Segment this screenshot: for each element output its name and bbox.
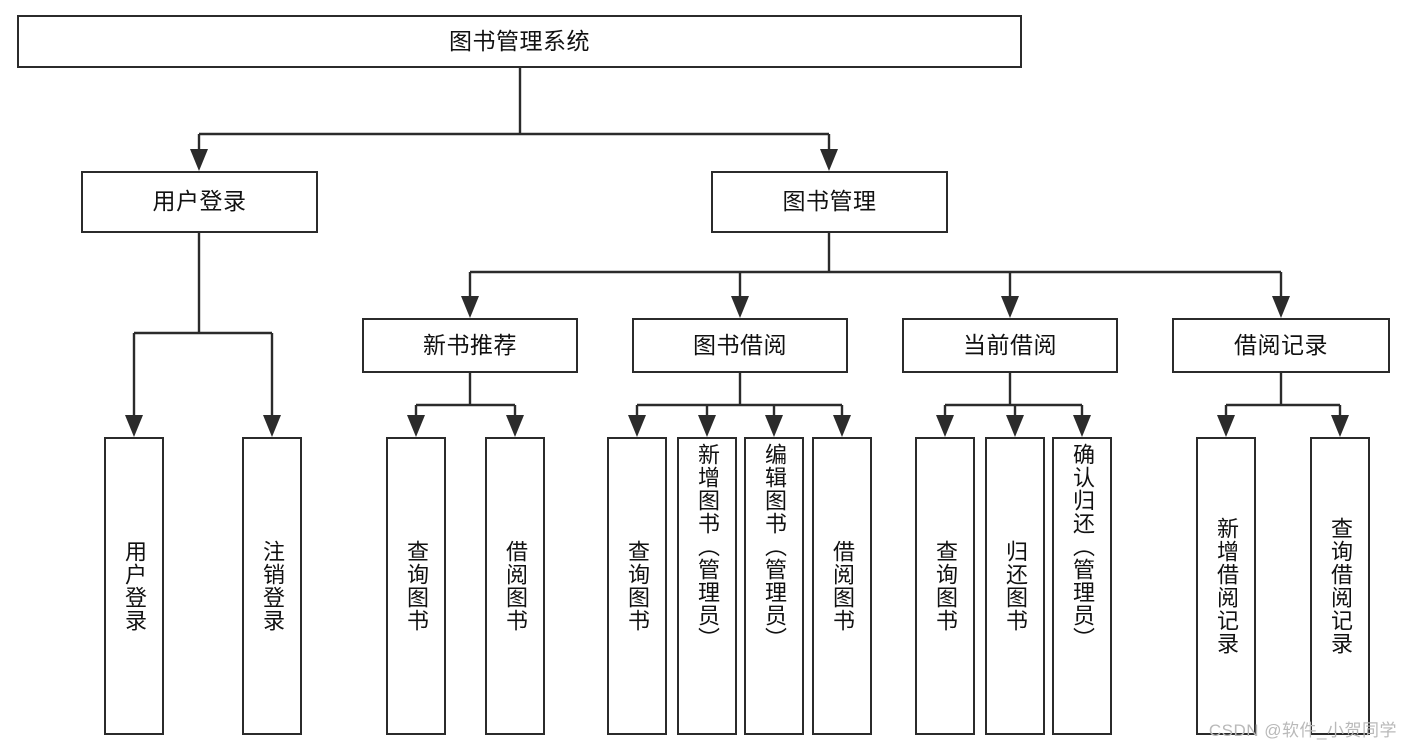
connector-arrowhead-book-borrow-to-leaves-1 — [698, 415, 716, 437]
node-label-leaf-rec-query-book: 查询图书 — [403, 540, 429, 632]
connector-arrowhead-user-login-to-leaves-1 — [263, 415, 281, 437]
connector-arrowhead-new-book-rec-to-leaves-0 — [407, 415, 425, 437]
node-leaf-rec-query-book[interactable]: 查询图书 — [386, 437, 446, 735]
node-label-leaf-rec-add-record: 新增借阅记录 — [1213, 517, 1239, 655]
connector-arrowhead-book-manage-to-level3-3 — [1272, 296, 1290, 318]
connector-arrowhead-book-borrow-to-leaves-2 — [765, 415, 783, 437]
connector-arrowhead-book-manage-to-level3-2 — [1001, 296, 1019, 318]
connector-arrowhead-current-borrow-to-leaves-0 — [936, 415, 954, 437]
node-leaf-borrow-query-book[interactable]: 查询图书 — [607, 437, 667, 735]
connector-arrowhead-book-borrow-to-leaves-0 — [628, 415, 646, 437]
node-label-leaf-rec-borrow-book: 借阅图书 — [502, 540, 528, 632]
watermark-text: CSDN @软件_小贺同学 — [1208, 721, 1397, 740]
node-new-book-rec[interactable]: 新书推荐 — [362, 318, 578, 373]
node-label-leaf-cur-return-book: 归还图书 — [1002, 540, 1028, 632]
connector-arrowhead-current-borrow-to-leaves-2 — [1073, 415, 1091, 437]
connector-lines — [125, 68, 1349, 437]
connector-arrowhead-user-login-to-leaves-0 — [125, 415, 143, 437]
node-label-new-book-rec: 新书推荐 — [423, 331, 517, 358]
node-current-borrow[interactable]: 当前借阅 — [902, 318, 1118, 373]
node-leaf-borrow-edit-book[interactable]: 编辑图书（管理员） — [744, 437, 804, 735]
node-borrow-record[interactable]: 借阅记录 — [1172, 318, 1390, 373]
node-leaf-borrow-borrow-book[interactable]: 借阅图书 — [812, 437, 872, 735]
connector-arrowhead-borrow-record-to-leaves-0 — [1217, 415, 1235, 437]
node-leaf-rec-add-record[interactable]: 新增借阅记录 — [1196, 437, 1256, 735]
node-leaf-rec-query-record[interactable]: 查询借阅记录 — [1310, 437, 1370, 735]
node-label-leaf-borrow-edit-book: 编辑图书（管理员） — [761, 443, 787, 650]
node-leaf-user-login[interactable]: 用户登录 — [104, 437, 164, 735]
node-label-current-borrow: 当前借阅 — [963, 331, 1057, 358]
connector-arrowhead-book-manage-to-level3-1 — [731, 296, 749, 318]
node-book-manage[interactable]: 图书管理 — [711, 171, 948, 233]
connector-arrowhead-borrow-record-to-leaves-1 — [1331, 415, 1349, 437]
connector-arrowhead-book-manage-to-level3-0 — [461, 296, 479, 318]
node-leaf-cur-confirm-return[interactable]: 确认归还（管理员） — [1052, 437, 1112, 735]
node-leaf-borrow-add-book[interactable]: 新增图书（管理员） — [677, 437, 737, 735]
node-label-leaf-cur-confirm-return: 确认归还（管理员） — [1069, 443, 1095, 650]
node-label-leaf-user-logout: 注销登录 — [259, 540, 285, 632]
node-label-user-login: 用户登录 — [152, 188, 247, 215]
node-book-borrow[interactable]: 图书借阅 — [632, 318, 848, 373]
node-leaf-cur-query-book[interactable]: 查询图书 — [915, 437, 975, 735]
node-label-leaf-borrow-query-book: 查询图书 — [624, 540, 650, 632]
connector-arrowhead-new-book-rec-to-leaves-1 — [506, 415, 524, 437]
connector-arrowhead-root-to-level2-1 — [820, 149, 838, 171]
node-root[interactable]: 图书管理系统 — [17, 15, 1022, 68]
node-leaf-cur-return-book[interactable]: 归还图书 — [985, 437, 1045, 735]
connector-arrowhead-current-borrow-to-leaves-1 — [1006, 415, 1024, 437]
node-label-book-manage: 图书管理 — [782, 188, 877, 215]
node-label-leaf-borrow-add-book: 新增图书（管理员） — [694, 443, 720, 650]
connector-arrowhead-book-borrow-to-leaves-3 — [833, 415, 851, 437]
node-label-leaf-user-login: 用户登录 — [121, 540, 147, 632]
node-label-leaf-rec-query-record: 查询借阅记录 — [1327, 517, 1353, 655]
connector-arrowhead-root-to-level2-0 — [190, 149, 208, 171]
node-label-borrow-record: 借阅记录 — [1234, 331, 1328, 358]
node-label-root: 图书管理系统 — [449, 27, 590, 54]
node-label-leaf-cur-query-book: 查询图书 — [932, 540, 958, 632]
node-leaf-user-logout[interactable]: 注销登录 — [242, 437, 302, 735]
node-leaf-rec-borrow-book[interactable]: 借阅图书 — [485, 437, 545, 735]
node-label-book-borrow: 图书借阅 — [693, 331, 787, 358]
node-user-login[interactable]: 用户登录 — [81, 171, 318, 233]
node-label-leaf-borrow-borrow-book: 借阅图书 — [829, 540, 855, 632]
